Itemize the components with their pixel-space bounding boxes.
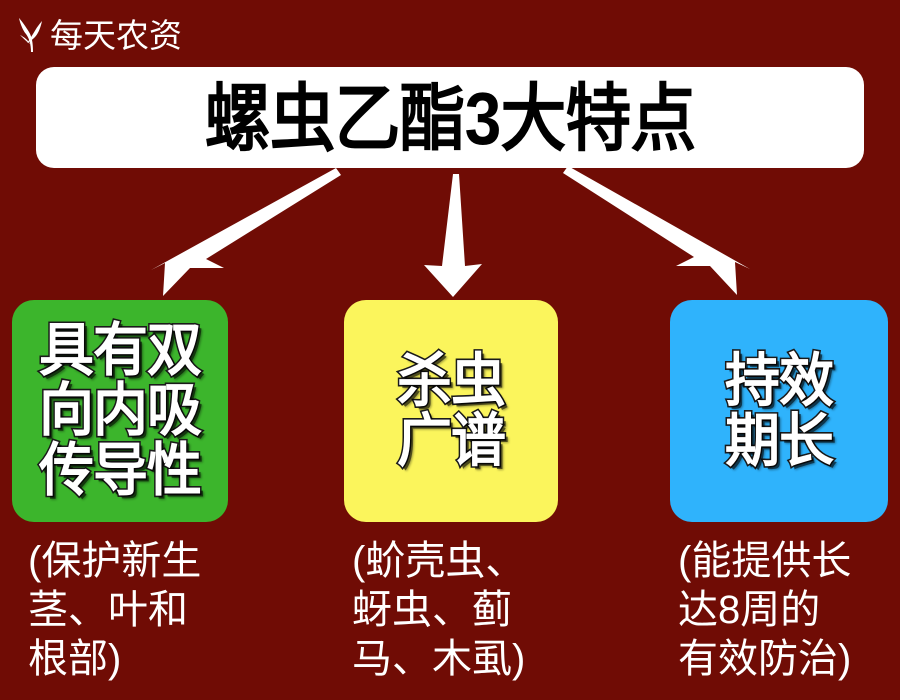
arrow-to-green-icon: [151, 168, 341, 296]
feature-label: 持效 期长: [723, 347, 835, 473]
feature-label: 杀虫 广谱: [395, 347, 507, 473]
feature-caption-broad-spectrum: (蚧壳虫、 蚜虫、蓟 马、木虱): [352, 539, 526, 681]
feature-caption-systemic-transport: (保护新生 茎、叶和 根部): [28, 539, 202, 681]
page-title: 螺虫乙酯3大特点: [204, 76, 697, 159]
brand-logo: 每天农资: [16, 14, 182, 58]
leaf-sprout-icon: [19, 18, 42, 52]
feature-label: 具有双 向内吸 传导性: [37, 317, 203, 503]
title-banner: 螺虫乙酯3大特点: [36, 67, 864, 168]
feature-box-long-lasting[interactable]: 持效 期长: [670, 300, 888, 522]
arrow-to-blue-icon: [563, 166, 750, 295]
feature-box-systemic-transport[interactable]: 具有双 向内吸 传导性: [12, 300, 228, 522]
feature-caption-long-lasting: (能提供长 达8周的 有效防治): [678, 539, 852, 681]
feature-box-broad-spectrum[interactable]: 杀虫 广谱: [344, 300, 558, 522]
arrow-to-yellow-icon: [424, 174, 482, 297]
brand-name: 每天农资: [50, 17, 182, 54]
